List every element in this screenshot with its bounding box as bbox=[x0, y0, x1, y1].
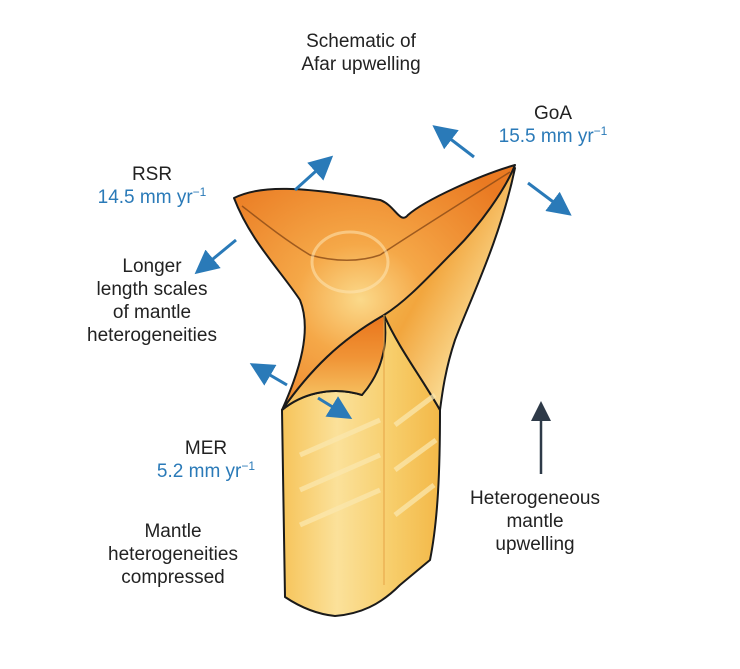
mer-name: MER bbox=[184, 438, 228, 459]
goa-arrow-southeast bbox=[527, 181, 572, 216]
title-line-2: Afar upwelling bbox=[301, 54, 421, 75]
spreading-arrows bbox=[194, 125, 572, 420]
mer-label: MER 5.2 mm yr−1 bbox=[118, 437, 294, 483]
mer-rate-value: 5.2 mm yr bbox=[156, 461, 242, 482]
rsr-rate: 14.5 mm yr−1 bbox=[64, 186, 240, 209]
goa-rate-value: 15.5 mm yr bbox=[498, 126, 594, 147]
rsr-name: RSR bbox=[131, 164, 173, 185]
rsr-arrow-northeast bbox=[293, 155, 334, 192]
longer-line-3: of mantle bbox=[112, 302, 192, 323]
goa-arrow-northwest bbox=[432, 125, 475, 159]
upwelling-line-2: mantle bbox=[506, 511, 564, 532]
mer-arrow-northwest bbox=[249, 363, 288, 387]
mer-rate: 5.2 mm yr−1 bbox=[118, 460, 294, 483]
longer-line-2: length scales bbox=[96, 279, 208, 300]
longer-length-scales-label: Longer length scales of mantle heterogen… bbox=[52, 255, 252, 347]
rsr-rate-value: 14.5 mm yr bbox=[97, 187, 193, 208]
rsr-label: RSR 14.5 mm yr−1 bbox=[64, 163, 240, 209]
rsr-rate-exponent: −1 bbox=[192, 185, 207, 199]
mer-arrow-southeast bbox=[317, 396, 353, 420]
ridge-crest-right bbox=[379, 171, 511, 256]
compressed-line-1: Mantle bbox=[144, 521, 202, 542]
rsr-arrow-southwest bbox=[194, 238, 237, 275]
longer-line-4: heterogeneities bbox=[87, 325, 217, 346]
upwelling-line-3: upwelling bbox=[495, 534, 575, 555]
goa-label: GoA 15.5 mm yr−1 bbox=[478, 102, 628, 148]
title-line-1: Schematic of bbox=[306, 31, 416, 52]
compressed-line-2: heterogeneities bbox=[108, 544, 238, 565]
upwelling-label: Heterogeneous mantle upwelling bbox=[440, 487, 630, 556]
upwelling-line-1: Heterogeneous bbox=[470, 488, 600, 509]
mer-rate-exponent: −1 bbox=[241, 459, 256, 473]
right-prism-face bbox=[383, 167, 516, 411]
top-surface bbox=[233, 164, 516, 411]
goa-rate: 15.5 mm yr−1 bbox=[478, 125, 628, 148]
stem-texture bbox=[298, 393, 438, 528]
goa-name: GoA bbox=[533, 103, 573, 124]
diagram-title: Schematic of Afar upwelling bbox=[236, 30, 486, 76]
ridge-crest-left bbox=[241, 205, 381, 261]
longer-line-1: Longer bbox=[122, 256, 182, 277]
compressed-label: Mantle heterogeneities compressed bbox=[78, 520, 268, 589]
compressed-line-3: compressed bbox=[121, 567, 225, 588]
plume-glow bbox=[310, 230, 390, 294]
goa-rate-exponent: −1 bbox=[593, 124, 608, 138]
